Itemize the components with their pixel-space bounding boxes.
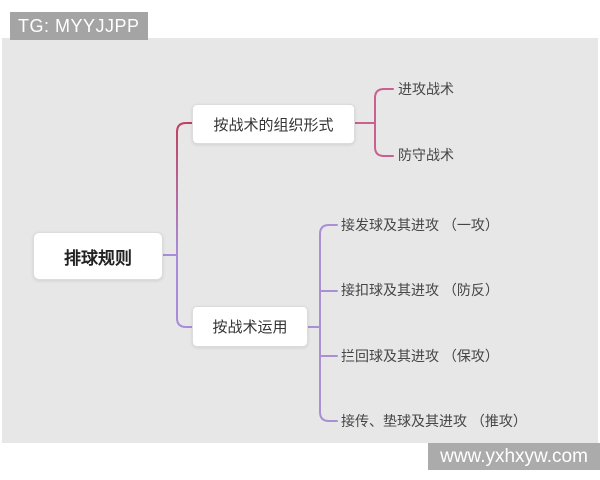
connector-branch2-children <box>307 224 338 422</box>
leaf-node-offensive-tactics[interactable]: 进攻战术 <box>398 81 454 97</box>
branch-node-tactic-organization[interactable]: 按战术的组织形式 <box>192 104 355 144</box>
watermark-url: www.yxhxyw.com <box>428 443 600 470</box>
connector-root-branch2 <box>176 254 193 328</box>
leaf-node-defensive-tactics[interactable]: 防守战术 <box>398 147 454 163</box>
root-node-volleyball-rules[interactable]: 排球规则 <box>33 232 163 280</box>
connector-root-branch1 <box>176 122 193 256</box>
tg-badge: TG: MYYJJPP <box>10 12 148 40</box>
leaf-node-block-return-attack[interactable]: 拦回球及其进攻 （保攻） <box>341 348 499 364</box>
leaf-node-spike-receive-attack[interactable]: 接扣球及其进攻 （防反） <box>341 282 499 298</box>
leaf-node-pass-dig-attack[interactable]: 接传、垫球及其进攻 （推攻） <box>341 413 527 429</box>
branch-node-tactic-application[interactable]: 按战术运用 <box>192 306 308 347</box>
leaf-node-serve-receive-attack[interactable]: 接发球及其进攻 （一攻） <box>341 217 499 233</box>
connector-branch1-children <box>352 88 394 157</box>
